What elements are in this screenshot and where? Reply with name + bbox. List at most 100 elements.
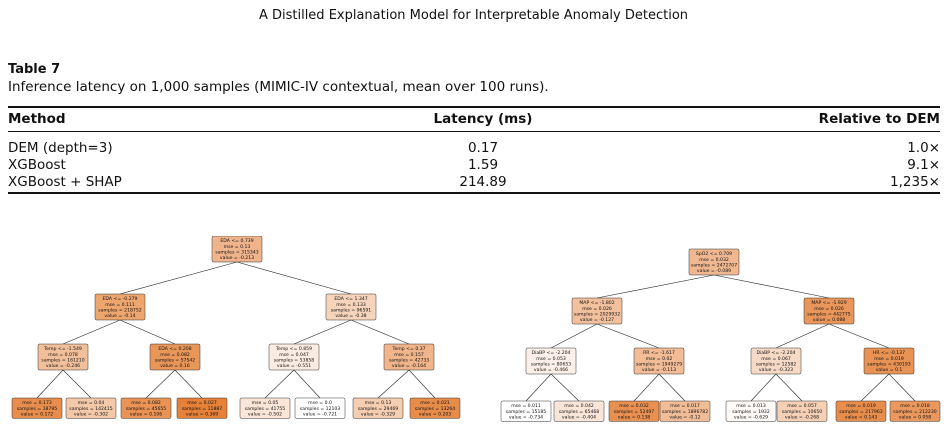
tree-node-box bbox=[863, 347, 915, 375]
cell-latency: 0.17 bbox=[467, 140, 499, 156]
tree-node-text: MAP <= -1.929 bbox=[811, 300, 846, 306]
tree-edge bbox=[62, 319, 121, 345]
tree-node-text: samples = 2472707 bbox=[691, 262, 737, 268]
tree-node-text: value = -0.246 bbox=[46, 363, 80, 369]
tree-node-box bbox=[803, 297, 855, 325]
tree-node-text: value = -0.38 bbox=[335, 313, 366, 319]
tree-node-text: value = -0.127 bbox=[580, 317, 614, 323]
tree-node-text: mse = 0.011 bbox=[511, 403, 541, 409]
table-top-rule bbox=[8, 106, 940, 108]
tree-edge bbox=[264, 369, 295, 399]
tree-node-text: mse = 0.04 bbox=[78, 400, 105, 406]
tree-node-box bbox=[37, 343, 89, 371]
tree-node-text: samples = 161210 bbox=[41, 357, 84, 363]
tree-node-text: value = 0.1 bbox=[876, 367, 903, 373]
tree-node-text: value = -0.551 bbox=[277, 363, 311, 369]
tree-edge bbox=[888, 373, 916, 402]
tree-node-text: mse = 0.032 bbox=[699, 257, 729, 263]
tree-node-text: samples = 1896782 bbox=[662, 409, 708, 415]
tree-edge bbox=[377, 369, 410, 399]
tree-edge bbox=[550, 323, 598, 349]
tree-node-box bbox=[750, 347, 802, 375]
tree-node-text: samples = 212230 bbox=[893, 409, 936, 415]
tree-node-text: mse = 0.13 bbox=[365, 400, 392, 406]
tree-node-text: samples = 10650 bbox=[782, 409, 823, 415]
tree-edge bbox=[174, 369, 203, 399]
tree-node-text: samples = 41755 bbox=[245, 406, 286, 412]
tree-node-text: samples = 65468 bbox=[559, 409, 600, 415]
tree-node-box bbox=[409, 397, 461, 419]
tree-node-text: mse = 0.019 bbox=[874, 356, 904, 362]
tree-node-box bbox=[553, 400, 605, 422]
tree-node-box bbox=[571, 297, 623, 325]
tree-node-text: HR <= -0.137 bbox=[873, 350, 905, 356]
tree-node-text: samples = 52497 bbox=[614, 409, 655, 415]
tree-node-box bbox=[211, 236, 263, 263]
tree-node-text: value = -0.502 bbox=[248, 411, 282, 417]
tree-edge bbox=[293, 319, 352, 345]
tree-node-text: samples = 1932 bbox=[732, 409, 770, 415]
tree-node-text: value = -0.268 bbox=[785, 414, 819, 420]
tree-node-text: value = 0.16 bbox=[160, 363, 190, 369]
tree-node-text: samples = 42733 bbox=[389, 357, 430, 363]
tree-node-text: mse = 0.05 bbox=[252, 400, 279, 406]
tree-edge bbox=[658, 373, 686, 402]
tree-node-text: value = -0.734 bbox=[509, 414, 543, 420]
tree-node-text: mse = 0.157 bbox=[394, 352, 424, 358]
table-bottom-rule bbox=[8, 192, 940, 194]
cell-latency: 214.89 bbox=[459, 174, 507, 190]
tree-edge bbox=[119, 261, 238, 295]
tree-node-text: samples = 15185 bbox=[506, 409, 547, 415]
tree-node-text: SpO2 <= 0.709 bbox=[696, 251, 732, 257]
tree-node-text: value = -0.113 bbox=[642, 367, 676, 373]
cell-relative: 1.0× bbox=[907, 140, 940, 156]
tree-node-text: value = -0.089 bbox=[697, 268, 731, 274]
tree-edge bbox=[775, 373, 803, 402]
tree-edge bbox=[596, 323, 660, 349]
tree-node-text: samples = 11887 bbox=[182, 406, 223, 412]
tree-node-text: samples = 2029932 bbox=[574, 311, 620, 317]
tree-edge bbox=[633, 373, 660, 402]
cell-method: DEM (depth=3) bbox=[8, 140, 113, 156]
tree-node-text: samples = 1949279 bbox=[636, 361, 682, 367]
tree-edge bbox=[119, 319, 176, 345]
header-method: Method bbox=[8, 111, 66, 127]
tree-edge bbox=[828, 323, 890, 349]
tree-node-box bbox=[688, 248, 740, 276]
tree-node-text: value = -0.12 bbox=[669, 414, 700, 420]
table-row: XGBoost 1.59 9.1× bbox=[8, 157, 940, 174]
tree-node-text: Temp <= 0.859 bbox=[275, 346, 312, 352]
tree-edge bbox=[236, 261, 352, 295]
tree-node-text: value = 0.172 bbox=[21, 411, 54, 417]
tree-node-box bbox=[725, 400, 777, 422]
tree-node-text: mse = 0.019 bbox=[846, 403, 876, 409]
tree-node-text: value = -0.466 bbox=[534, 367, 568, 373]
tree-node-box bbox=[176, 397, 228, 419]
tree-node-text: value = -0.629 bbox=[734, 414, 768, 420]
tree-node-box bbox=[633, 347, 685, 375]
tree-node-text: mse = 0.018 bbox=[900, 403, 930, 409]
tree-node-text: mse = 0.042 bbox=[564, 403, 594, 409]
tree-node-text: mse = 0.111 bbox=[105, 302, 135, 308]
tree-node-text: value = 0.203 bbox=[419, 411, 452, 417]
tree-node-text: samples = 13264 bbox=[415, 406, 456, 412]
tree-node-box bbox=[268, 343, 320, 371]
tree-node-text: DiaBP <= -2.204 bbox=[532, 350, 571, 356]
tree-node-text: samples = 315343 bbox=[215, 249, 258, 255]
tree-node-text: DiaBP <= -2.204 bbox=[757, 350, 796, 356]
tree-edge bbox=[62, 369, 92, 399]
tree-node-box bbox=[889, 400, 941, 422]
